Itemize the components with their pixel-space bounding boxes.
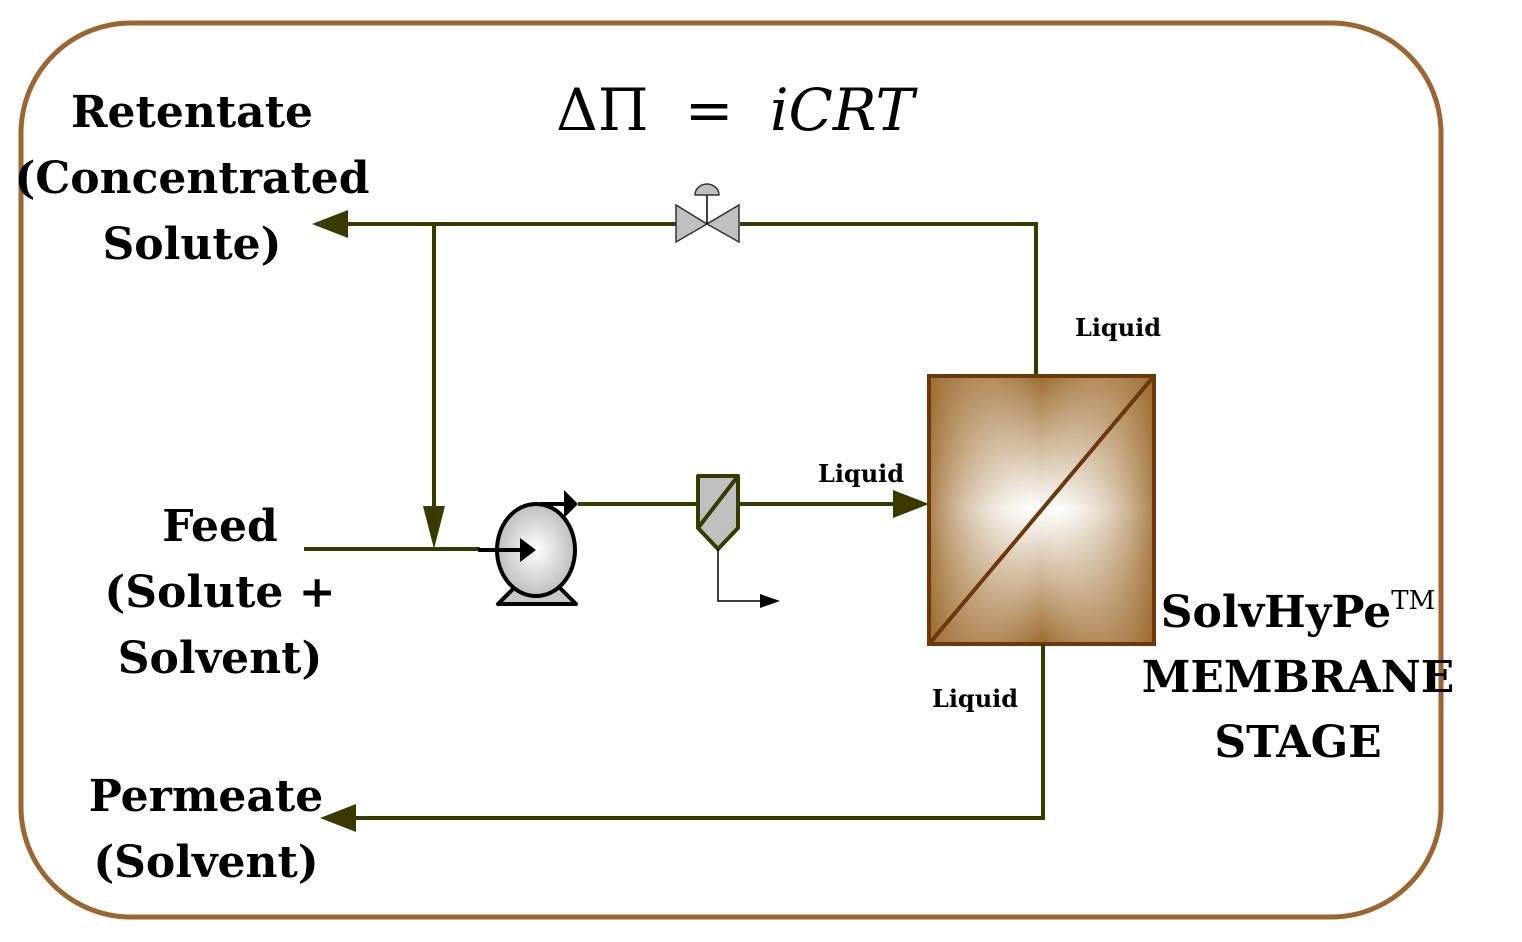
membrane-stage-label: SolvHyPeTM MEMBRANE STAGE <box>1142 586 1455 768</box>
retentate-arrow-icon <box>312 210 348 238</box>
phase-label-permeate: Liquid <box>932 684 1018 713</box>
retentate-label: Retentate (Concentrated Solute) <box>14 87 369 270</box>
feed-label: Feed (Solute + Solvent) <box>104 501 335 684</box>
filter-body <box>696 474 740 551</box>
membrane-divider <box>927 374 1156 646</box>
membrane-stage-line2: MEMBRANE <box>1142 652 1455 703</box>
permeate-arrow-icon <box>320 804 356 832</box>
diagram-frame <box>18 20 1444 920</box>
equation-rhs: iCRT <box>770 76 919 144</box>
pump-inlet-arrow-icon <box>520 538 536 562</box>
pressure-control-valve <box>675 183 740 244</box>
valve-left-triangle-icon <box>675 203 709 244</box>
pump-outlet-arrow-icon <box>564 490 578 518</box>
permeate-label-line1: Permeate <box>89 771 323 822</box>
retentate-label-line3: Solute) <box>103 219 282 270</box>
feed-label-line3: Solvent) <box>118 633 323 684</box>
membrane-module <box>927 374 1156 646</box>
feed-label-line2: (Solute + <box>104 567 335 618</box>
valve-right-triangle-icon <box>705 203 740 244</box>
permeate-label: Permeate (Solvent) <box>89 771 323 888</box>
retentate-stream-line <box>345 222 1038 375</box>
feed-pump <box>478 490 578 606</box>
recycle-arrow-icon <box>423 506 445 549</box>
filter-media-line <box>696 474 740 530</box>
osmotic-pressure-equation: ΔΠ = iCRT <box>556 76 919 144</box>
permeate-label-line2: (Solvent) <box>93 837 318 888</box>
feed-label-line1: Feed <box>162 501 278 552</box>
retentate-label-line2: (Concentrated <box>14 153 369 204</box>
cartridge-filter <box>696 474 780 608</box>
filter-drain-line <box>717 549 760 602</box>
membrane-feed-arrow-icon <box>893 490 929 518</box>
retentate-label-line1: Retentate <box>71 87 313 138</box>
membrane-stage-line3: STAGE <box>1214 717 1381 768</box>
equation-lhs: ΔΠ <box>556 76 648 144</box>
phase-label-membrane-inlet: Liquid <box>818 459 904 488</box>
equation-equals: = <box>685 76 734 144</box>
membrane-stage-line1: SolvHyPeTM <box>1161 586 1435 638</box>
permeate-stream-line <box>352 644 1045 820</box>
membrane-brand: SolvHyPe <box>1161 587 1391 638</box>
valve-actuator-icon <box>694 183 720 196</box>
filter-drain-arrow-icon <box>760 594 780 608</box>
phase-label-retentate: Liquid <box>1075 313 1161 342</box>
trademark-symbol: TM <box>1391 586 1435 616</box>
